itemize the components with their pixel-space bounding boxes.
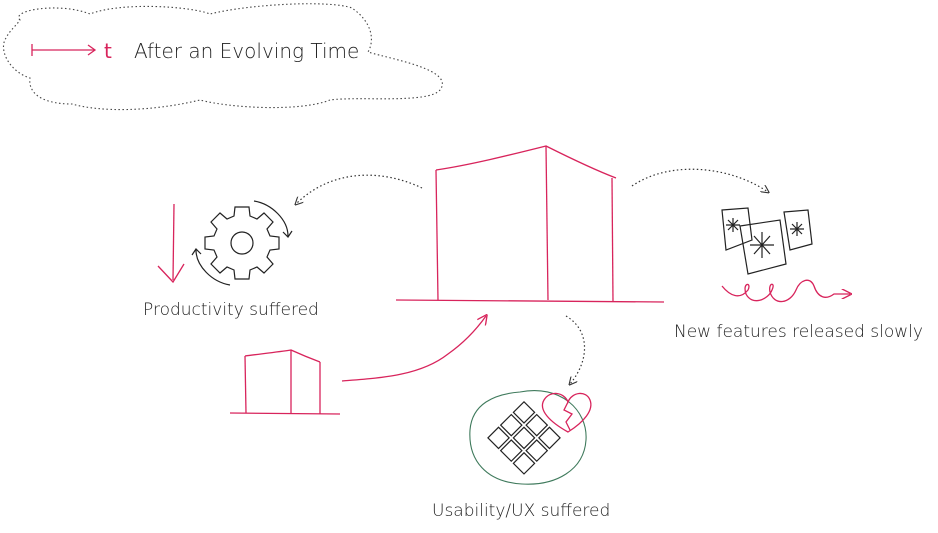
- grid-icon: [487, 400, 561, 475]
- down-arrow-icon: [157, 203, 185, 284]
- page-title: After an Evolving Time: [134, 39, 359, 63]
- time-arrow-icon: [31, 44, 97, 56]
- usability-circle: [469, 390, 587, 485]
- documents-icon: [721, 207, 813, 275]
- broken-heart-icon: [541, 392, 592, 433]
- time-symbol: t: [104, 39, 112, 63]
- cloud-shape: [3, 3, 443, 111]
- arrow-to-usability: [565, 315, 586, 384]
- usability-label: Usability/UX suffered: [432, 501, 610, 521]
- productivity-label: Productivity suffered: [143, 300, 319, 320]
- big-building-icon: [395, 145, 665, 303]
- arrow-to-features: [631, 168, 768, 192]
- gear-icon: [191, 200, 293, 286]
- squiggle-arrow-icon: [721, 279, 850, 303]
- small-building-icon: [229, 349, 341, 415]
- arrow-to-productivity: [296, 174, 423, 204]
- features-label: New features released slowly: [674, 322, 923, 342]
- growth-arrow: [341, 316, 486, 382]
